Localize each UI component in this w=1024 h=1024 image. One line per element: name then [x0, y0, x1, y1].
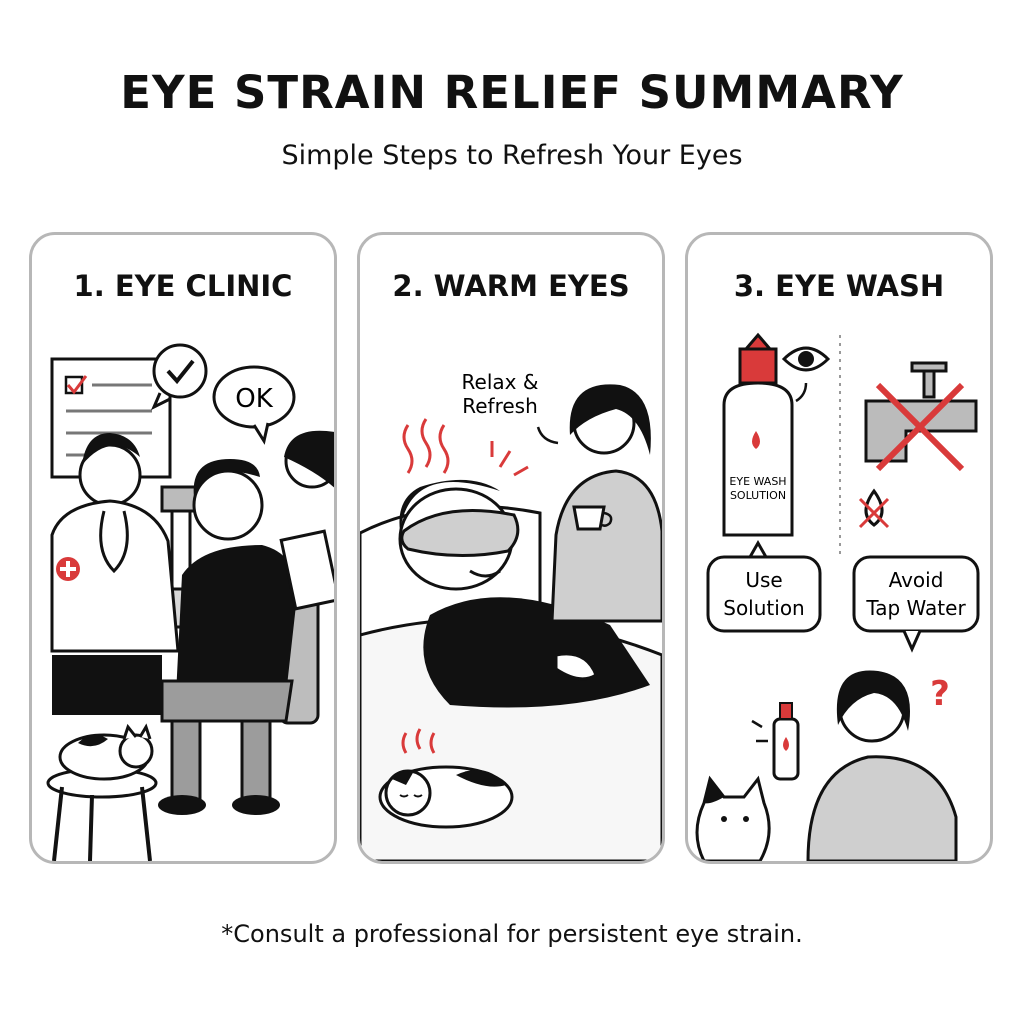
relax-caption-line1: Relax &: [462, 370, 539, 394]
bottle-label-line2: SOLUTION: [730, 489, 786, 502]
medical-cross-icon: [56, 557, 80, 581]
faucet-icon: [864, 361, 978, 463]
doctor-figure: [50, 433, 180, 715]
panel-title-eye-clinic: 1. EYE CLINIC: [73, 269, 293, 303]
heat-waves-icon: [402, 418, 529, 477]
eye-wash-bottle: EYE WASH SOLUTION: [722, 332, 794, 537]
use-solution-bubble: Use Solution: [706, 539, 822, 633]
ok-bubble: OK: [212, 365, 296, 445]
panel-eye-wash: 3. EYE WASH EYE WASH SOLUTION: [685, 232, 993, 864]
stool-with-cat: [46, 723, 158, 861]
patient-figure: [158, 459, 320, 815]
avoid-tap-water-line1: Avoid: [889, 568, 944, 592]
sitting-cat: [695, 775, 771, 861]
use-solution-line2: Solution: [723, 596, 804, 620]
page-title: EYE STRAIN RELIEF SUMMARY: [120, 66, 904, 119]
bottle-label-line1: EYE WASH: [729, 475, 786, 488]
panel-warm-eyes: 2. WARM EYES Relax & Refresh: [357, 232, 665, 864]
eye-clinic-illustration: OK: [46, 343, 334, 861]
page-subtitle: Simple Steps to Refresh Your Eyes: [281, 140, 743, 171]
avoid-tap-water-line2: Tap Water: [865, 596, 966, 620]
warm-eyes-illustration: Relax & Refresh: [360, 370, 662, 861]
sleeping-cat: [378, 728, 514, 829]
avoid-tap-water-bubble: Avoid Tap Water: [852, 555, 980, 653]
relax-caption-line2: Refresh: [462, 394, 538, 418]
panel-title-warm-eyes: 2. WARM EYES: [392, 269, 630, 303]
cross-out-icon: [875, 382, 965, 472]
eye-wash-illustration: EYE WASH SOLUTION Use Solu: [695, 332, 980, 861]
ok-bubble-text: OK: [235, 384, 273, 414]
eye-icon: [781, 346, 831, 403]
nurse-figure: [279, 430, 334, 611]
use-solution-line1: Use: [745, 568, 782, 592]
tea-cup-icon: [572, 505, 613, 531]
question-mark: ?: [930, 674, 950, 714]
disclaimer-footnote: *Consult a professional for persistent e…: [221, 920, 803, 948]
check-bubble-icon: [151, 343, 208, 411]
sleeping-person: [398, 479, 650, 708]
woman-holding-bottle: [751, 670, 958, 861]
water-drop-icon: [858, 488, 890, 529]
eye-mask-icon: [400, 509, 520, 558]
panel-eye-clinic: 1. EYE CLINIC OK: [29, 232, 337, 864]
panel-title-eye-wash: 3. EYE WASH: [733, 269, 945, 303]
woman-with-tea: [550, 384, 662, 623]
